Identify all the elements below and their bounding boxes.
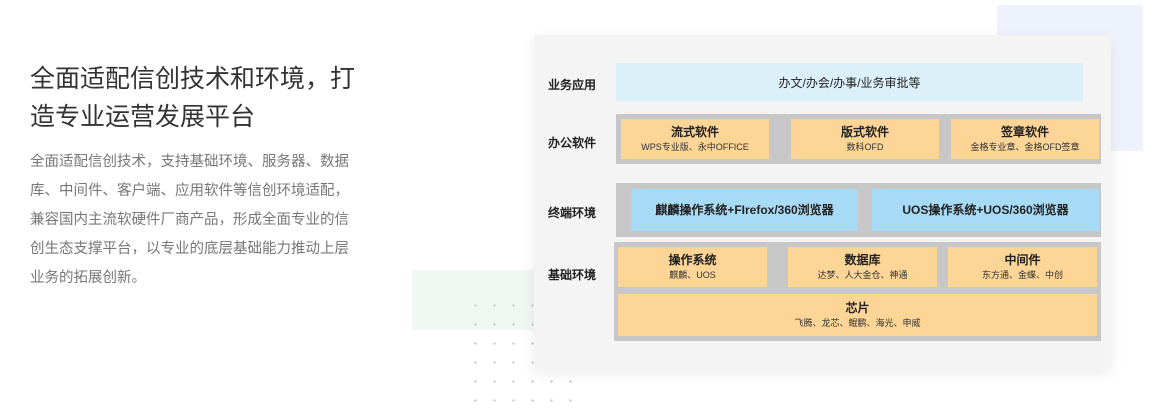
terminal-env-frame: 麒麟操作系统+FIrefox/360浏览器 UOS操作系统+UOS/360浏览器 [616, 183, 1101, 237]
business-app-box: 办文/办会/办事/业务审批等 [616, 63, 1083, 101]
chip-box: 芯片 飞腾、龙芯、鲲鹏、海光、申威 [618, 294, 1097, 336]
box-subtitle: 数科OFD [846, 142, 884, 152]
layer-label-business: 业务应用 [548, 78, 597, 92]
box-title: 操作系统 [668, 253, 717, 267]
architecture-diagram: 业务应用 办文/办会/办事/业务审批等 办公软件 流式软件 WPS专业版、永中O… [534, 35, 1111, 370]
layer-label-terminal: 终端环境 [548, 206, 597, 220]
box-subtitle: WPS专业版、永中OFFICE [641, 142, 749, 152]
box-subtitle: 飞腾、龙芯、鲲鹏、海光、申威 [794, 318, 921, 328]
box-title: 签章软件 [1000, 125, 1049, 139]
layer-label-office: 办公软件 [548, 136, 597, 150]
business-app-text: 办文/办会/办事/业务审批等 [778, 75, 921, 90]
box-subtitle: 达梦、人大金仓、神通 [817, 270, 908, 280]
streaming-software-box: 流式软件 WPS专业版、永中OFFICE [621, 119, 769, 159]
os-box: 操作系统 麒麟、UOS [618, 247, 767, 287]
box-title: UOS操作系统+UOS/360浏览器 [902, 202, 1069, 217]
kylin-terminal-box: 麒麟操作系统+FIrefox/360浏览器 [631, 189, 858, 231]
database-box: 数据库 达梦、人大金仓、神通 [788, 247, 937, 287]
box-subtitle: 金格专业章、金格OFD签章 [970, 142, 1080, 152]
box-title: 数据库 [844, 253, 881, 267]
middleware-box: 中间件 东方通、金蝶、中创 [948, 247, 1097, 287]
box-title: 版式软件 [840, 125, 889, 139]
box-subtitle: 麒麟、UOS [669, 270, 716, 280]
office-software-frame: 流式软件 WPS专业版、永中OFFICE 版式软件 数科OFD 签章软件 金格专… [616, 114, 1101, 164]
box-title: 流式软件 [670, 125, 719, 139]
layer-label-base: 基础环境 [548, 268, 597, 282]
layout-software-box: 版式软件 数科OFD [791, 119, 939, 159]
uos-terminal-box: UOS操作系统+UOS/360浏览器 [872, 189, 1099, 231]
section-headline: 全面适配信创技术和环境，打造专业运营发展平台 [30, 65, 356, 131]
section-description: 全面适配信创技术，支持基础环境、服务器、数据库、中间件、客户端、应用软件等信创环… [30, 154, 349, 286]
box-title: 中间件 [1004, 253, 1041, 267]
box-subtitle: 东方通、金蝶、中创 [981, 270, 1063, 280]
base-env-frame: 操作系统 麒麟、UOS 数据库 达梦、人大金仓、神通 中间件 东方通、金蝶、中创… [614, 242, 1101, 341]
box-title: 麒麟操作系统+FIrefox/360浏览器 [655, 202, 834, 217]
box-title: 芯片 [845, 301, 870, 315]
signature-software-box: 签章软件 金格专业章、金格OFD签章 [951, 119, 1099, 159]
